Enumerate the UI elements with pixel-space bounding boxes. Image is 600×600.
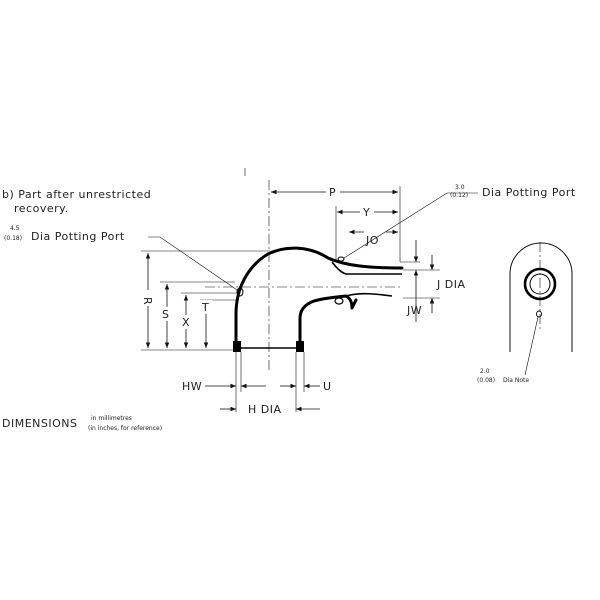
units-note-line-1: in millimetres (91, 415, 132, 422)
dimension-u-label: U (323, 380, 332, 393)
end-view-body (509, 242, 573, 352)
dimension-s-label: S (162, 308, 169, 321)
dimension-p-label: P (329, 186, 336, 199)
caption-line-1: b) Part after unrestricted (2, 188, 151, 201)
dimension-r-label: R (141, 297, 154, 305)
end-view-inner-ring (529, 273, 551, 295)
part-neck-lower (331, 261, 402, 275)
potting-port-right-text: Dia Potting Port (482, 186, 576, 199)
dia-note-in: (0.08) (477, 377, 495, 384)
dimension-h-dia-label: H DIA (248, 403, 282, 416)
units-note-line-2: (in inches, for reference) (88, 425, 162, 432)
dimension-x-label: X (182, 316, 190, 329)
caption-line-2: recovery. (14, 202, 69, 215)
potting-port-hole-top (337, 256, 345, 262)
potting-port-hole-lower (334, 297, 344, 305)
part-right-foot (296, 341, 304, 352)
units-note-title: DIMENSIONS (2, 417, 77, 430)
dimension-jw-label: JW (406, 304, 422, 317)
potting-port-right-in: (0.12) (450, 192, 468, 199)
dimension-j-dia-label: J DIA (436, 278, 465, 291)
potting-port-left-text: Dia Potting Port (31, 230, 125, 243)
potting-port-left-mm: 4.5 (10, 225, 20, 232)
potting-port-right-leader (343, 192, 478, 259)
dimension-hw-label: HW (182, 380, 202, 393)
end-view-outer-ring (523, 267, 557, 301)
part-left-foot (233, 341, 241, 352)
potting-port-left-in: (0.18) (4, 235, 22, 242)
potting-port-right-mm: 3.0 (455, 184, 465, 191)
potting-port-hole-left (236, 287, 244, 297)
potting-port-left-leader (148, 236, 241, 293)
part-outer-profile (234, 246, 404, 350)
end-view-note-hole (536, 310, 542, 318)
dia-note-text: Dia Note (503, 377, 529, 384)
dia-note-mm: 2.0 (480, 368, 490, 375)
dimension-y-label: Y (362, 206, 370, 219)
part-lower-branch (298, 294, 358, 350)
dimension-t-label: T (201, 301, 209, 314)
part-lower-fold (345, 292, 393, 297)
dia-note-leader (524, 316, 539, 376)
